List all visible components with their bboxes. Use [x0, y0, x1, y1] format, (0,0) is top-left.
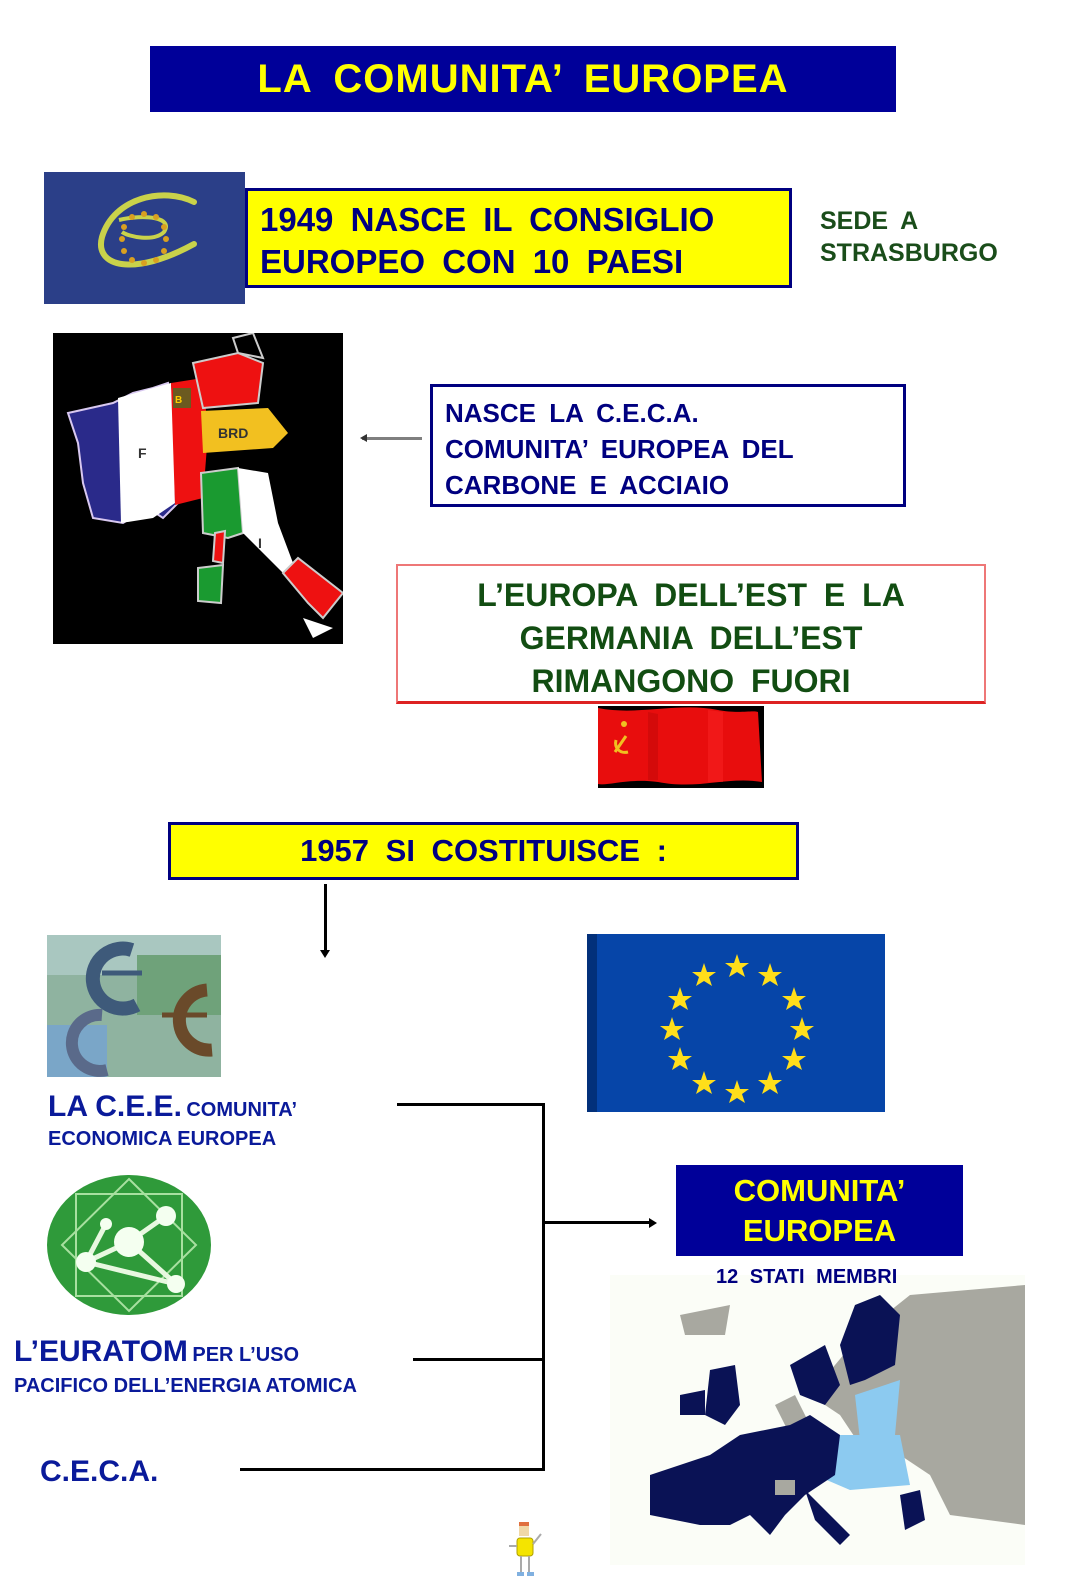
ceca-countries-map: F B BRD I	[53, 331, 345, 644]
european-community-box: COMUNITA’ EUROPEA	[676, 1165, 963, 1256]
euratom-subtitle: PER L’USO	[192, 1344, 300, 1366]
euratom-description: PACIFICO DELL’ENERGIA ATOMICA	[14, 1375, 357, 1397]
header-1957: 1957 SI COSTITUISCE :	[300, 833, 667, 868]
arrow-to-map	[362, 437, 422, 440]
mascot-icon	[505, 1520, 545, 1580]
members-count: 12 STATI MEMBRI	[716, 1266, 898, 1288]
euratom-logo-icon	[46, 1174, 212, 1316]
map-label-germany: BRD	[218, 425, 248, 441]
est-line-3: RIMANGONO FUORI	[531, 663, 851, 699]
arrow-left-icon	[360, 434, 367, 442]
title-banner: LA COMUNITA’ EUROPEA	[150, 46, 896, 112]
map-label-france: F	[138, 445, 147, 461]
est-line-1: L’EUROPA DELL’EST E LA	[477, 577, 905, 613]
eu-flag-icon	[587, 934, 885, 1112]
page-title: LA COMUNITA’ EUROPEA	[257, 56, 789, 101]
council-line-2: EUROPEO CON 10 PAESI	[260, 243, 684, 280]
cee-subtitle: COMUNITA’	[186, 1099, 298, 1121]
arrow-down-icon	[320, 950, 330, 958]
connector-ceca	[240, 1468, 545, 1471]
council-1949-box: 1949 NASCE IL CONSIGLIO EUROPEO CON 10 P…	[245, 188, 792, 288]
euratom-title: L’EURATOM	[14, 1335, 188, 1368]
connector-euratom	[413, 1358, 545, 1361]
ussr-flag-icon	[598, 706, 764, 788]
ceca-1957-label: C.E.C.A.	[40, 1455, 159, 1488]
seat-line-2: STRASBURGO	[820, 239, 998, 267]
arrow-down-line	[324, 884, 327, 954]
seat-line-1: SEDE A	[820, 207, 919, 235]
cee-title: LA C.E.E.	[48, 1090, 182, 1123]
ceca-line-3: CARBONE E ACCIAIO	[445, 470, 730, 500]
euratom-label: L’EURATOM PER L’USO	[14, 1335, 299, 1369]
connector-result	[545, 1221, 650, 1224]
council-of-europe-logo-icon	[44, 172, 245, 304]
connector-cee	[397, 1103, 545, 1106]
euro-symbols-image	[47, 935, 221, 1077]
map-label-benelux: B	[175, 395, 182, 406]
eu-12-members-map	[610, 1275, 1025, 1565]
eastern-europe-box: L’EUROPA DELL’EST E LA GERMANIA DELL’EST…	[396, 564, 986, 704]
connector-vertical	[542, 1103, 545, 1471]
cee-label: LA C.E.E. COMUNITA’	[48, 1090, 297, 1124]
cee-description: ECONOMICA EUROPEA	[48, 1128, 277, 1150]
ceca-line-1: NASCE LA C.E.C.A.	[445, 398, 699, 428]
seat-label: SEDE A STRASBURGO	[820, 205, 998, 269]
map-label-italy: I	[258, 535, 262, 551]
result-line-1: COMUNITA’	[733, 1173, 906, 1208]
council-line-1: 1949 NASCE IL CONSIGLIO	[260, 201, 715, 238]
result-line-2: EUROPEA	[742, 1213, 897, 1248]
arrow-right-icon	[649, 1218, 657, 1228]
header-1957-box: 1957 SI COSTITUISCE :	[168, 822, 799, 880]
ceca-box: NASCE LA C.E.C.A. COMUNITA’ EUROPEA DEL …	[430, 384, 906, 507]
eu-stars	[660, 954, 814, 1103]
est-line-2: GERMANIA DELL’EST	[519, 620, 863, 656]
ceca-line-2: COMUNITA’ EUROPEA DEL	[445, 434, 794, 464]
